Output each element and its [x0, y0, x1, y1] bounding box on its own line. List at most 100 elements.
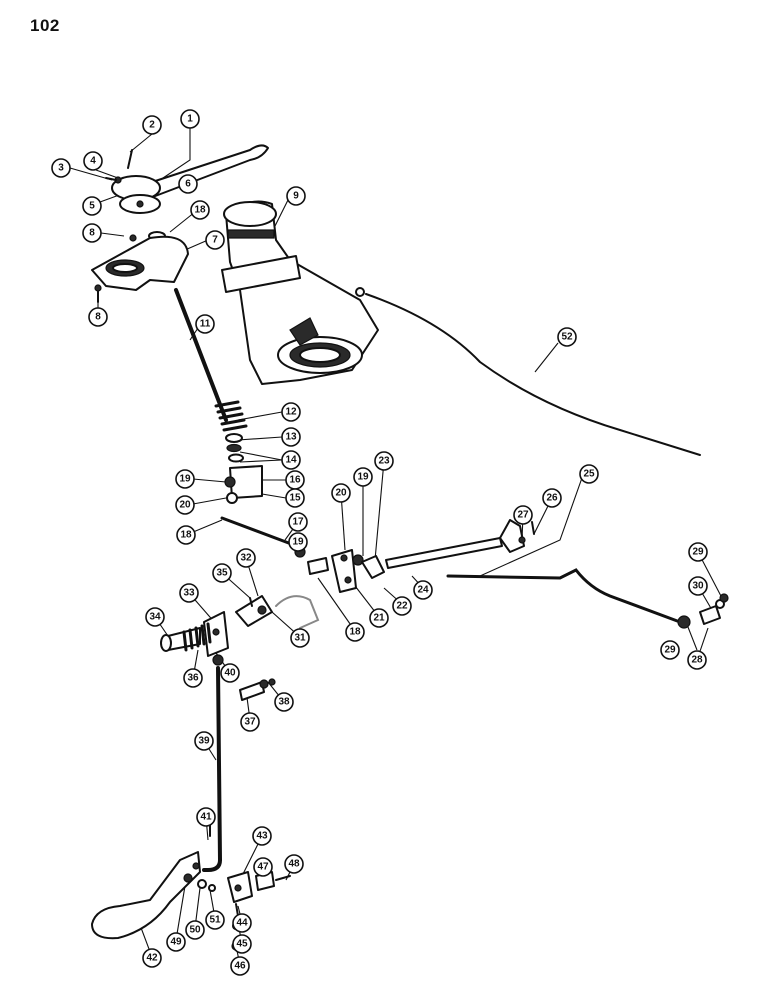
callout-3: 3 [51, 158, 71, 178]
svg-text:18: 18 [349, 627, 361, 638]
callout-8-upper: 8 [82, 223, 102, 243]
callout-27: 27 [513, 505, 533, 525]
callout-12: 12 [281, 402, 301, 422]
svg-text:27: 27 [517, 510, 529, 521]
center-lever-assembly [235, 595, 320, 629]
svg-text:33: 33 [183, 588, 195, 599]
svg-text:12: 12 [285, 407, 297, 418]
svg-text:29: 29 [664, 645, 676, 656]
foot-pedal-rod [202, 666, 222, 872]
svg-text:41: 41 [200, 812, 212, 823]
callout-20-left: 20 [175, 495, 195, 515]
svg-text:24: 24 [417, 585, 429, 596]
callout-1: 1 [180, 109, 200, 129]
callout-15: 15 [285, 488, 305, 508]
callout-4: 4 [83, 151, 103, 171]
pedal-pivot-assembly [160, 611, 276, 701]
svg-text:38: 38 [278, 697, 290, 708]
svg-text:7: 7 [212, 235, 218, 246]
svg-text:4: 4 [90, 156, 96, 167]
callout-6: 6 [178, 174, 198, 194]
throttle-rod-assembly [174, 288, 263, 504]
svg-text:19: 19 [357, 472, 369, 483]
svg-text:50: 50 [189, 925, 201, 936]
callout-23: 23 [374, 451, 394, 471]
svg-text:19: 19 [292, 537, 304, 548]
svg-text:31: 31 [294, 633, 306, 644]
callout-47: 47 [253, 857, 273, 877]
svg-text:1: 1 [187, 114, 193, 125]
callout-25: 25 [579, 464, 599, 484]
svg-text:39: 39 [198, 736, 210, 747]
callout-50: 50 [185, 920, 205, 940]
callout-39: 39 [194, 731, 214, 751]
svg-text:32: 32 [240, 553, 252, 564]
svg-text:48: 48 [288, 859, 300, 870]
callout-24: 24 [413, 580, 433, 600]
svg-text:3: 3 [58, 163, 64, 174]
svg-text:34: 34 [149, 612, 161, 623]
svg-text:28: 28 [691, 655, 703, 666]
page-number: 102 [30, 16, 60, 35]
callout-33: 33 [179, 583, 199, 603]
svg-text:17: 17 [292, 517, 304, 528]
lever-support-bracket [91, 235, 189, 303]
callout-30: 30 [688, 576, 708, 596]
svg-text:11: 11 [200, 319, 211, 330]
svg-text:22: 22 [396, 601, 408, 612]
svg-text:37: 37 [244, 717, 256, 728]
callout-44: 44 [232, 913, 252, 933]
svg-text:20: 20 [335, 488, 347, 499]
svg-text:43: 43 [256, 831, 268, 842]
callout-18-left: 18 [176, 525, 196, 545]
svg-text:44: 44 [236, 918, 248, 929]
callout-51: 51 [205, 910, 225, 930]
svg-text:51: 51 [209, 915, 221, 926]
svg-text:40: 40 [224, 668, 236, 679]
svg-text:45: 45 [236, 939, 248, 950]
svg-text:19: 19 [179, 474, 191, 485]
svg-text:13: 13 [285, 432, 297, 443]
callout-19-lower: 19 [288, 532, 308, 552]
callout-7: 7 [205, 230, 225, 250]
svg-text:36: 36 [187, 673, 199, 684]
svg-text:18: 18 [180, 530, 192, 541]
callout-21: 21 [369, 608, 389, 628]
callout-31: 31 [290, 628, 310, 648]
svg-text:47: 47 [257, 862, 269, 873]
governor-rod [446, 568, 729, 629]
callout-34: 34 [145, 607, 165, 627]
hydraulic-housing [221, 200, 379, 385]
callout-14: 14 [281, 450, 301, 470]
svg-text:20: 20 [179, 500, 191, 511]
svg-text:21: 21 [373, 613, 385, 624]
svg-text:26: 26 [546, 493, 558, 504]
callout-45: 45 [232, 934, 252, 954]
callout-9: 9 [286, 186, 306, 206]
callout-36: 36 [183, 668, 203, 688]
linkage-rod [220, 516, 329, 575]
callout-48: 48 [284, 854, 304, 874]
callout-35: 35 [212, 563, 232, 583]
callout-11: 11 [195, 314, 215, 334]
svg-text:18: 18 [194, 205, 206, 216]
foot-pedal [91, 851, 291, 951]
callout-38: 38 [274, 692, 294, 712]
callout-52: 52 [557, 327, 577, 347]
hand-throttle-lever [105, 144, 269, 242]
svg-text:29: 29 [692, 547, 704, 558]
control-cable [355, 287, 701, 456]
svg-text:49: 49 [170, 937, 182, 948]
svg-text:23: 23 [378, 456, 390, 467]
svg-text:35: 35 [216, 568, 228, 579]
callout-26: 26 [542, 488, 562, 508]
svg-text:42: 42 [146, 953, 158, 964]
callout-32: 32 [236, 548, 256, 568]
callout-2: 2 [142, 115, 162, 135]
callout-29-lower: 29 [660, 640, 680, 660]
callout-20-center: 20 [331, 483, 351, 503]
callout-8-lower: 8 [88, 307, 108, 327]
callout-28: 28 [687, 650, 707, 670]
callout-18-lower: 18 [345, 622, 365, 642]
